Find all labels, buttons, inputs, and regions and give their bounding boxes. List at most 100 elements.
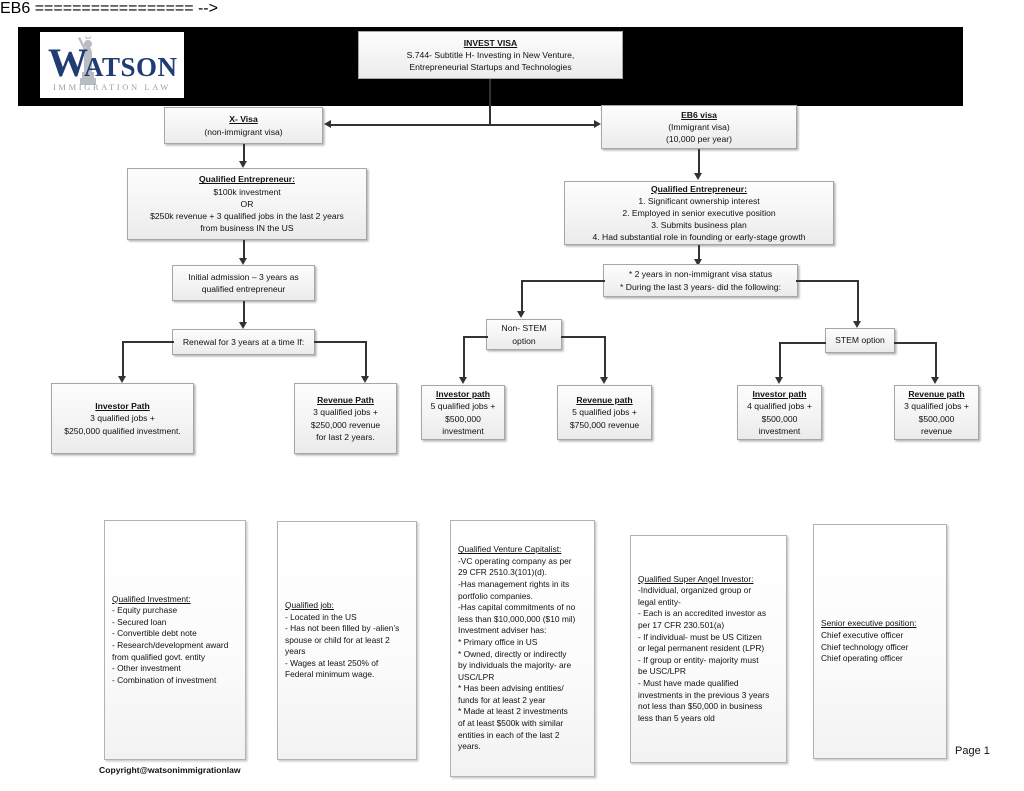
qualified-investment-l1: - Equity purchase bbox=[112, 605, 178, 616]
connector-renewal-right-h bbox=[314, 341, 367, 343]
copyright-text: Copyright@watsonimmigrationlaw bbox=[99, 765, 241, 775]
qvc-l1: -VC operating company as per bbox=[458, 555, 572, 566]
logo-svg: W ATSON IMMIGRATION LAW bbox=[40, 32, 184, 98]
eb6-qe-line3: 3. Submits business plan bbox=[651, 220, 747, 231]
invest-visa-line2: Entrepreneurial Startups and Technologie… bbox=[409, 62, 572, 73]
stem-revenue-path-box[interactable]: Revenue path 3 qualified jobs + $500,000… bbox=[894, 385, 979, 440]
arrow-eb6qe-to-conditions bbox=[694, 259, 702, 266]
connector-invest-visa-down bbox=[489, 79, 491, 125]
arrow-to-x-revenue-path bbox=[361, 376, 369, 383]
logo-letter-w: W bbox=[48, 40, 88, 85]
qualified-venture-capitalist-note[interactable]: Qualified Venture Capitalist: -VC operat… bbox=[450, 520, 595, 777]
qualified-job-l1: - Located in the US bbox=[285, 611, 357, 622]
stem-investor-path-line3: investment bbox=[758, 425, 801, 436]
x-qe-line2: OR bbox=[240, 198, 254, 209]
arrow-to-nonstem-revenue-path bbox=[600, 377, 608, 384]
nonstem-investor-path-line1: 5 qualified jobs + bbox=[430, 401, 496, 412]
eb6-qe-line4: 4. Had substantial role in founding or e… bbox=[592, 232, 806, 243]
x-revenue-path-box[interactable]: Revenue Path 3 qualified jobs + $250,000… bbox=[294, 383, 397, 454]
x-investor-path-line2: $250,000 qualified investment. bbox=[64, 425, 181, 436]
qsai-heading: Qualified Super Angel Investor: bbox=[638, 573, 754, 584]
initial-admission-line2: qualified entrepreneur bbox=[201, 284, 286, 294]
watson-immigration-law-logo: W ATSON IMMIGRATION LAW bbox=[40, 32, 184, 98]
arrow-xvisa-to-qe bbox=[239, 161, 247, 168]
nonstem-revenue-path-heading: Revenue path bbox=[576, 395, 633, 406]
initial-admission-box[interactable]: Initial admission – 3 years as qualified… bbox=[172, 265, 315, 301]
sep-l2: Chief technology officer bbox=[821, 641, 909, 652]
x-revenue-path-line3: for last 2 years. bbox=[316, 431, 375, 442]
qualified-super-angel-investor-note[interactable]: Qualified Super Angel Investor: -Individ… bbox=[630, 535, 787, 763]
stem-revenue-path-line2: $500,000 bbox=[918, 413, 955, 424]
non-stem-line2: option bbox=[512, 335, 536, 346]
stem-revenue-path-line3: revenue bbox=[920, 425, 953, 436]
connector-renewal-right-v bbox=[365, 341, 367, 377]
x-investor-path-box[interactable]: Investor Path 3 qualified jobs + $250,00… bbox=[51, 383, 194, 454]
nonstem-investor-path-line2: $500,000 bbox=[445, 413, 481, 424]
connector-initial-admission-down bbox=[243, 301, 245, 323]
arrow-to-eb6-visa bbox=[594, 120, 601, 128]
qualified-job-note[interactable]: Qualified job: - Located in the US - Has… bbox=[277, 521, 417, 760]
qualified-investment-l4: - Research/development award bbox=[112, 640, 229, 650]
stem-investor-path-heading: Investor path bbox=[752, 389, 807, 400]
sep-l1: Chief executive officer bbox=[821, 629, 904, 640]
connector-xvisa-down bbox=[243, 144, 245, 162]
qualified-investment-l7: - Combination of investment bbox=[112, 674, 217, 685]
qvc-l12: * Has been advising entities/ bbox=[458, 683, 564, 694]
senior-executive-position-note[interactable]: Senior executive position: Chief executi… bbox=[813, 524, 947, 759]
arrow-eb6-to-qe bbox=[694, 173, 702, 180]
renewal-box[interactable]: Renewal for 3 years at a time If: bbox=[172, 329, 315, 355]
qualified-investment-l3: - Convertible debt note bbox=[112, 628, 197, 639]
nonstem-investor-path-box[interactable]: Investor path 5 qualified jobs + $500,00… bbox=[421, 385, 505, 440]
qvc-l6: less than $10,000,000 ($10 mil) bbox=[458, 613, 576, 624]
nonstem-investor-path-heading: Investor path bbox=[436, 389, 490, 400]
qsai-l12: less than 5 years old bbox=[638, 712, 715, 723]
qsai-l10: investments in the previous 3 years bbox=[638, 689, 770, 700]
x-revenue-path-line2: $250,000 revenue bbox=[310, 419, 381, 430]
eb6-visa-box[interactable]: EB6 visa (Immigrant visa) (10,000 per ye… bbox=[601, 105, 797, 149]
sep-heading: Senior executive position: bbox=[821, 618, 917, 629]
connector-nonstem-right-h bbox=[561, 336, 605, 338]
non-stem-option-box[interactable]: Non- STEM option bbox=[486, 319, 562, 350]
eb6-conditions-line2: * During the last 3 years- did the follo… bbox=[620, 281, 781, 292]
qvc-l10: by individuals the majority- are bbox=[458, 660, 572, 671]
qsai-l8: be USC/LPR bbox=[638, 666, 686, 677]
connector-xqe-down bbox=[243, 240, 245, 259]
qvc-l15: of at least $500k with similar bbox=[458, 718, 564, 729]
connector-stem-left-h bbox=[779, 342, 826, 344]
x-qualified-entrepreneur-box[interactable]: Qualified Entrepreneur: $100k investment… bbox=[127, 168, 367, 240]
stem-investor-path-box[interactable]: Investor path 4 qualified jobs + $500,00… bbox=[737, 385, 822, 440]
qvc-l7: Investment adviser has: bbox=[458, 625, 547, 636]
arrow-to-stem-revenue-path bbox=[931, 377, 939, 384]
x-qe-line1: $100k investment bbox=[213, 186, 281, 197]
qualified-investment-l2: - Secured loan bbox=[112, 616, 167, 627]
qualified-job-l6: Federal minimum wage. bbox=[285, 669, 375, 680]
eb6-conditions-box[interactable]: * 2 years in non-immigrant visa status *… bbox=[603, 264, 798, 297]
qualified-investment-note[interactable]: Qualified Investment: - Equity purchase … bbox=[104, 520, 246, 760]
stem-option-box[interactable]: STEM option bbox=[825, 328, 895, 353]
invest-visa-line1: S.744- Subtitle H- Investing in New Vent… bbox=[406, 49, 575, 60]
qvc-l8: * Primary office in US bbox=[458, 636, 538, 647]
renewal-line1: Renewal for 3 years at a time If: bbox=[182, 336, 305, 347]
x-investor-path-line1: 3 qualified jobs + bbox=[90, 413, 155, 424]
qualified-job-l2: - Has not been filled by -alien’s bbox=[285, 623, 400, 634]
qsai-l7: - If group or entity- majority must bbox=[638, 654, 759, 665]
qsai-l6: or legal permanent resident (LPR) bbox=[638, 643, 765, 654]
connector-nonstem-left-h bbox=[463, 336, 488, 338]
eb6-qualified-entrepreneur-box[interactable]: Qualified Entrepreneur: 1. Significant o… bbox=[564, 181, 834, 245]
qvc-heading: Qualified Venture Capitalist: bbox=[458, 544, 562, 555]
x-revenue-path-heading: Revenue Path bbox=[317, 395, 374, 406]
connector-xvisa-eb6 bbox=[331, 124, 594, 126]
nonstem-revenue-path-box[interactable]: Revenue path 5 qualified jobs + $750,000… bbox=[557, 385, 652, 440]
invest-visa-heading: INVEST VISA bbox=[463, 37, 518, 48]
eb6-qe-line2: 2. Employed in senior executive position bbox=[622, 207, 776, 218]
qvc-l3: -Has management rights in its bbox=[458, 578, 570, 589]
qvc-l5: -Has capital commitments of no bbox=[458, 602, 576, 613]
qsai-l5: - If individual- must be US Citizen bbox=[638, 631, 762, 642]
invest-visa-box[interactable]: INVEST VISA S.744- Subtitle H- Investing… bbox=[358, 31, 623, 79]
stem-investor-path-line2: $500,000 bbox=[761, 413, 798, 424]
x-qe-line3: $250k revenue + 3 qualified jobs in the … bbox=[150, 211, 344, 222]
eb6-visa-line1: (Immigrant visa) bbox=[668, 121, 730, 132]
x-visa-box[interactable]: X- Visa (non-immigrant visa) bbox=[164, 107, 323, 144]
stem-investor-path-line1: 4 qualified jobs + bbox=[747, 401, 812, 412]
